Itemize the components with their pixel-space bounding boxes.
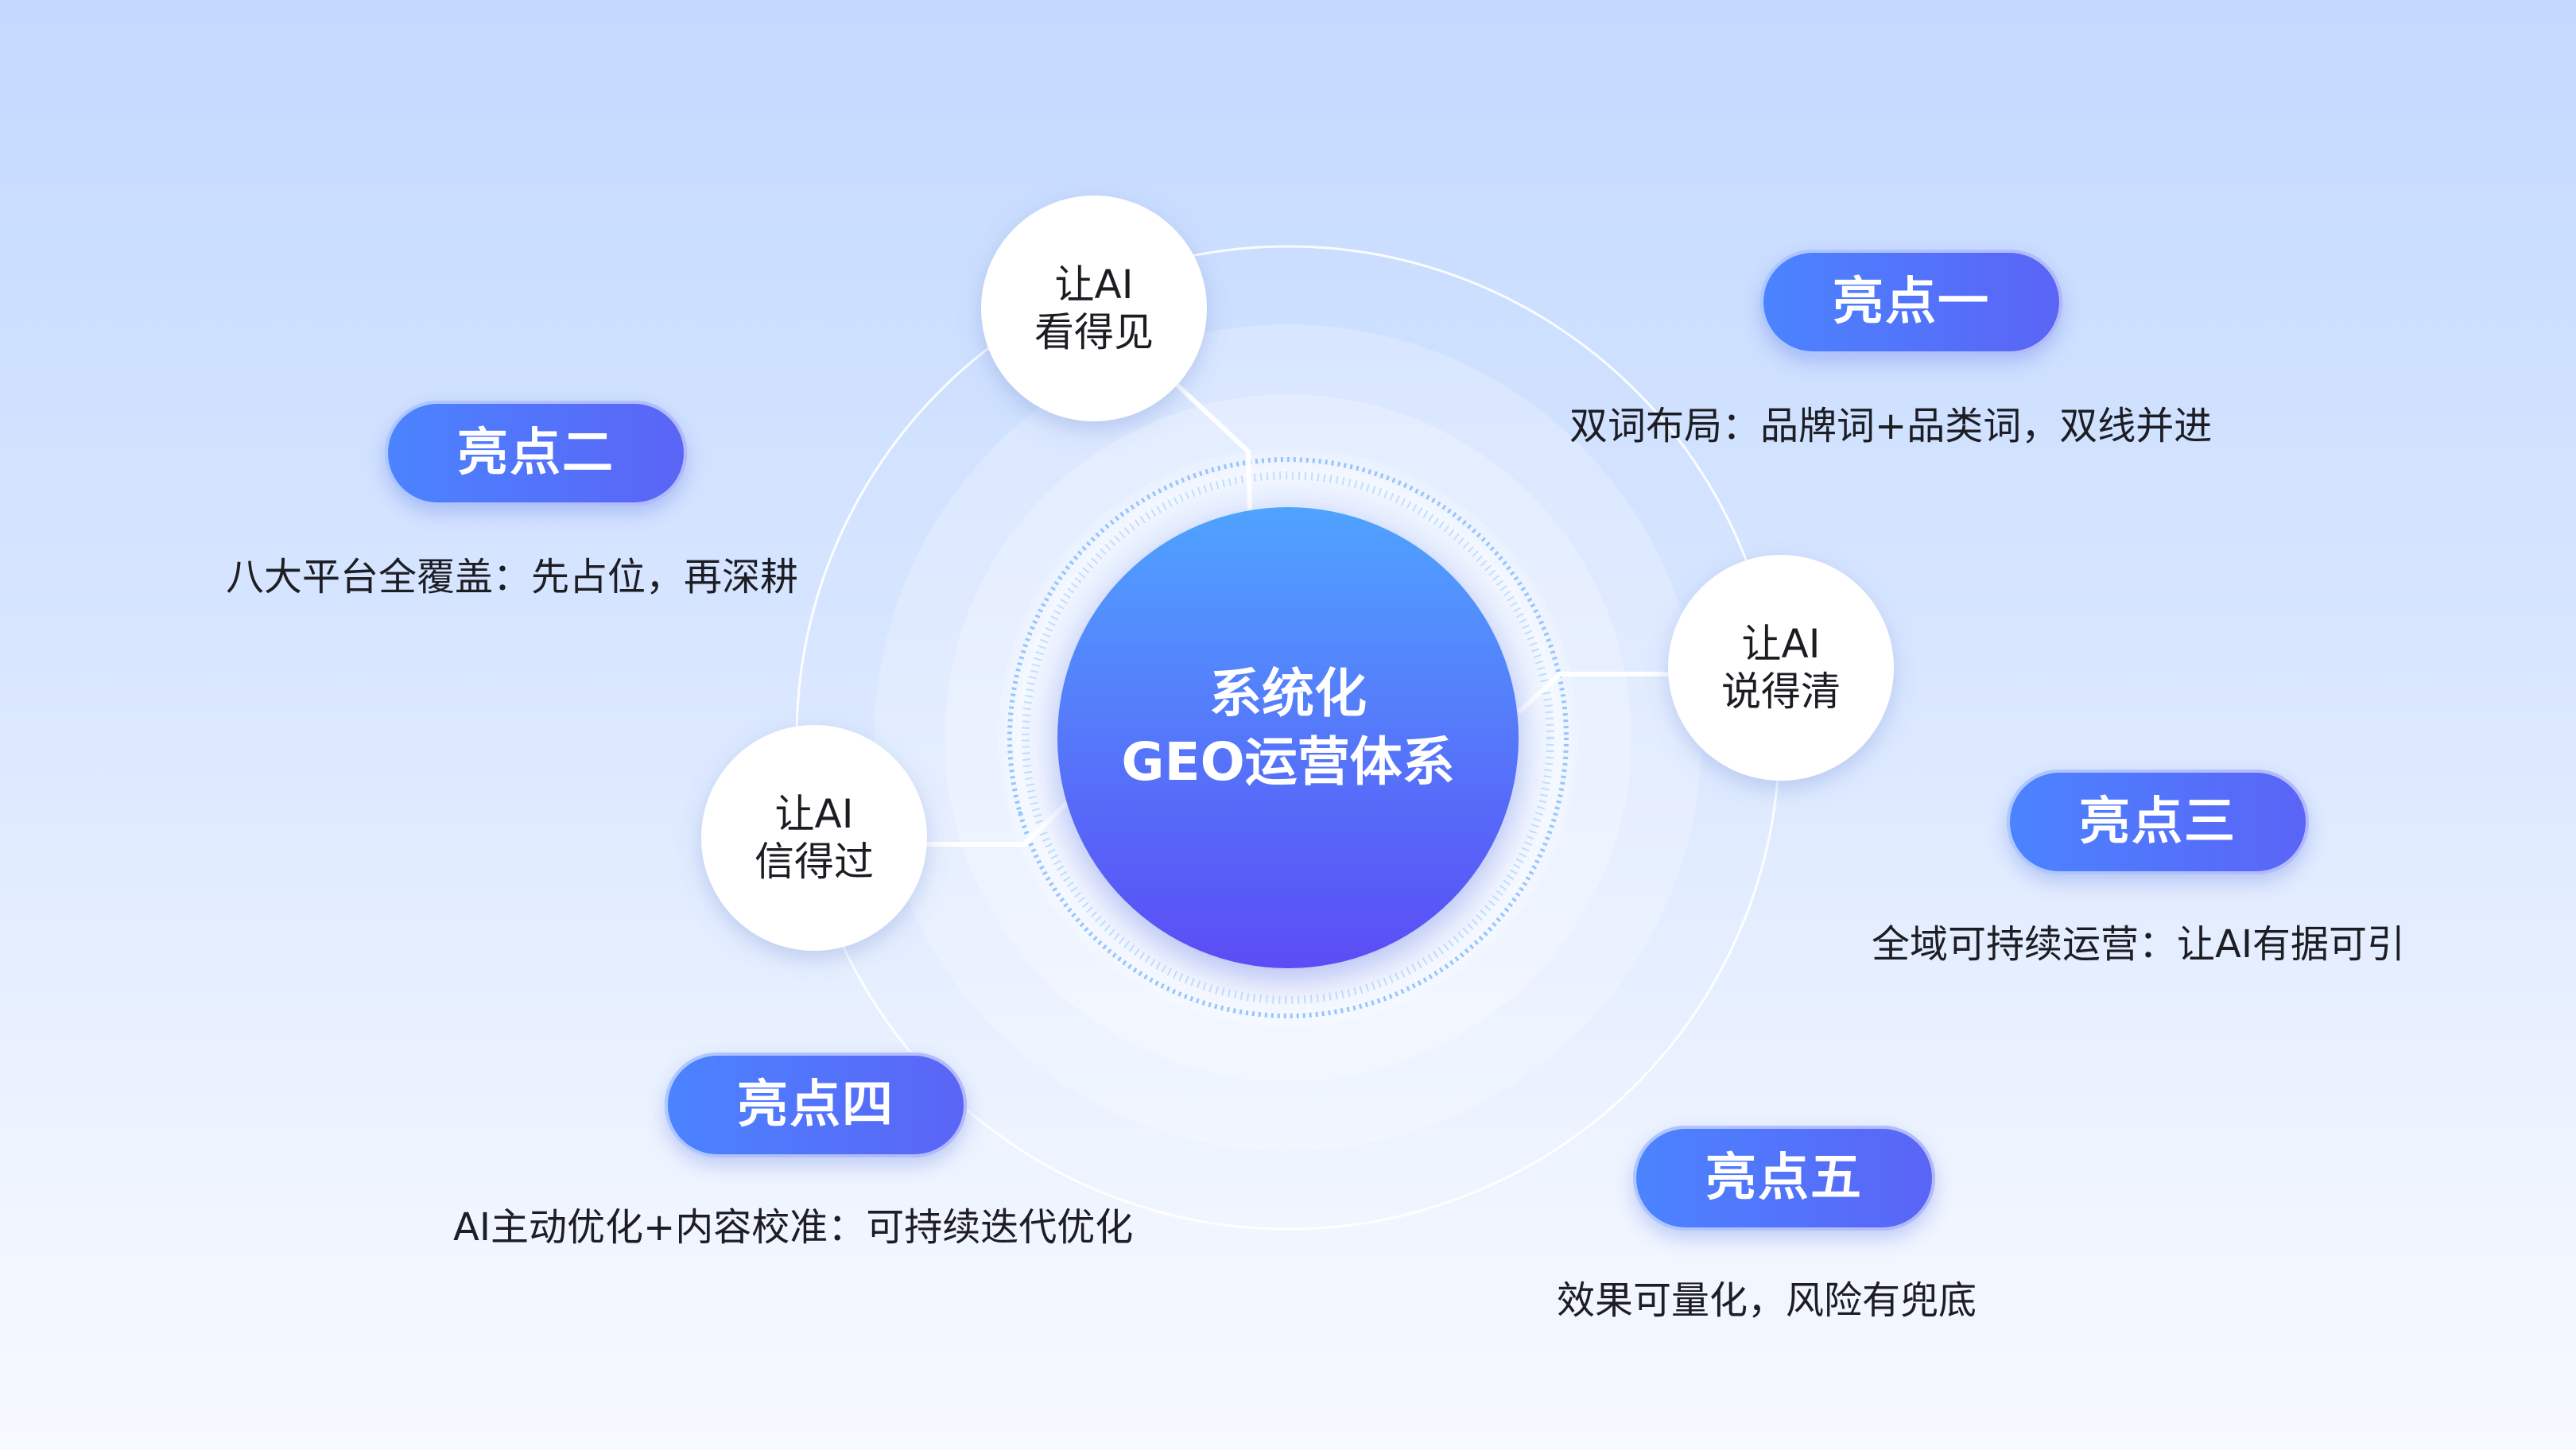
node-label-see-line1: 让AI — [1054, 262, 1134, 308]
node-circle-explain — [1668, 555, 1894, 781]
node-label-explain: 让AI 说得清 — [1670, 620, 1892, 715]
central-title-line2: GEO运营体系 — [1121, 731, 1455, 793]
central-title-line1: 系统化 — [1209, 663, 1367, 724]
highlight-desc-3: 全域可持续运营：让AI有据可引 — [1872, 922, 2405, 967]
dashed-halo-ring-inner — [1022, 471, 1554, 1004]
highlight-desc-1: 双词布局：品牌词+品类词，双线并进 — [1569, 404, 2213, 448]
connector-left — [890, 801, 1069, 847]
connector-right — [1516, 672, 1684, 715]
highlight-desc-2: 八大平台全覆盖：先占位，再深耕 — [226, 555, 799, 599]
central-title: 系统化 GEO运营体系 — [1057, 660, 1519, 797]
node-label-see: 让AI 看得见 — [983, 261, 1205, 356]
node-label-see-line2: 看得见 — [1034, 309, 1154, 355]
node-circle-see — [981, 196, 1207, 421]
highlight-pill-4: 亮点四 — [665, 1053, 967, 1157]
highlight-pill-3: 亮点三 — [2007, 770, 2309, 874]
highlight-pill-5: 亮点五 — [1633, 1126, 1935, 1231]
node-label-trust-line2: 信得过 — [755, 839, 874, 885]
highlight-desc-5: 效果可量化，风险有兜底 — [1557, 1278, 1977, 1323]
highlight-pill-2: 亮点二 — [385, 401, 687, 506]
node-label-trust: 让AI 信得过 — [703, 790, 925, 886]
node-circle-trust — [701, 725, 927, 951]
node-label-explain-line2: 说得清 — [1721, 669, 1841, 715]
dashed-halo-ring-outer — [1007, 457, 1569, 1018]
central-core-circle — [1057, 507, 1519, 968]
highlight-desc-4: AI主动优化+内容校准：可持续迭代优化 — [453, 1205, 1134, 1250]
highlight-pill-1: 亮点一 — [1760, 250, 2062, 355]
node-label-trust-line1: 让AI — [774, 791, 854, 837]
node-label-explain-line1: 让AI — [1741, 621, 1821, 667]
